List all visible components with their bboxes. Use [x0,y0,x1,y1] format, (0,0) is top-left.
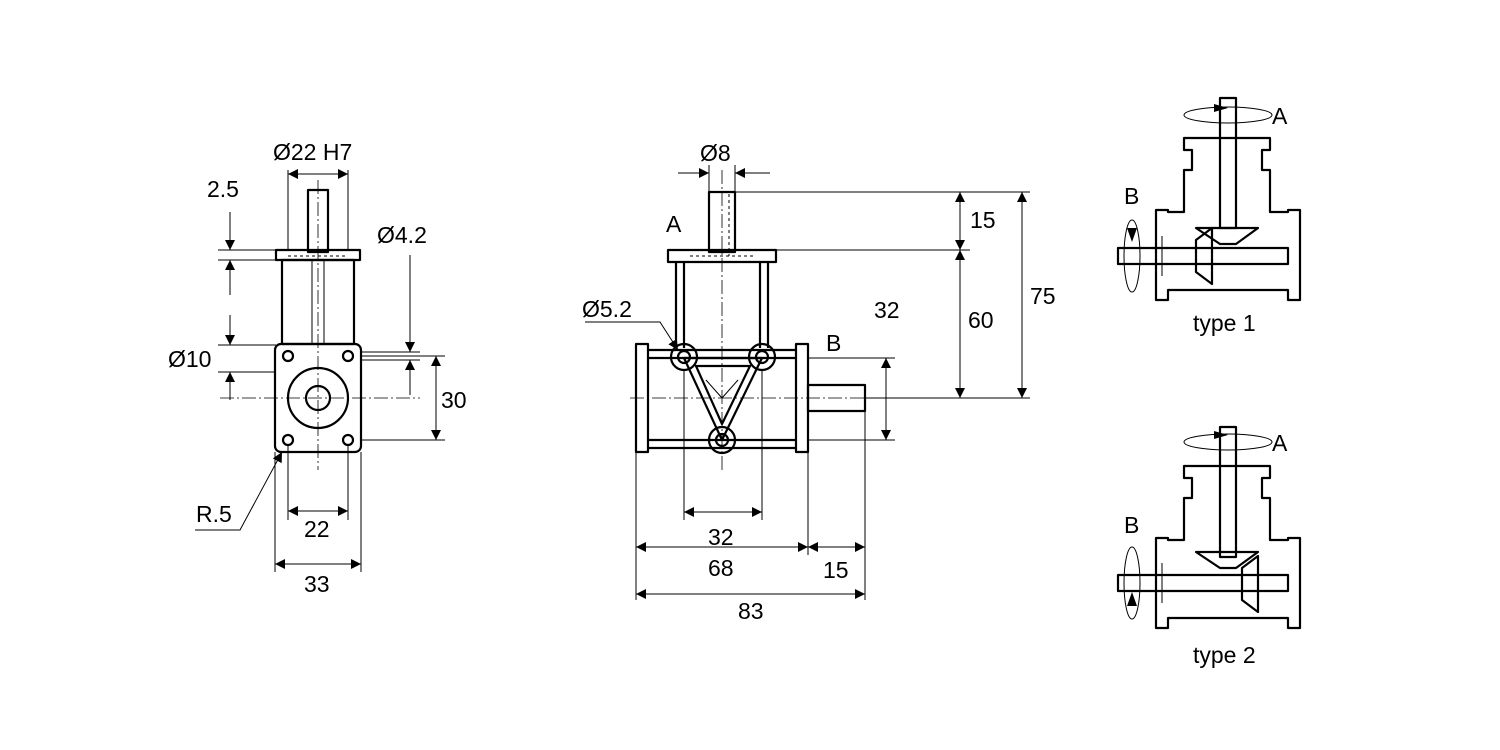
body-width-label: 68 [708,555,734,581]
type-1-shaft-b-label: B [1124,183,1139,209]
mount-hole-diameter-label: Ø4.2 [377,222,427,248]
hole-spacing-label: 32 [708,524,734,550]
type-1-label: type 1 [1193,310,1256,336]
shaft-a-label: A [666,211,682,237]
type-2-label: type 2 [1193,642,1256,668]
overall-width-label: 33 [304,571,330,597]
front-view: Ø8 A B Ø5.2 15 60 75 32 32 [582,140,1056,624]
shaft-a-diameter-label: Ø8 [700,140,731,166]
type-2-shaft-b-label: B [1124,512,1139,538]
type-2-schematic: A B type 2 [1116,425,1302,668]
type-2-shaft-a-label: A [1272,430,1288,456]
vertical-hole-spacing-label: 30 [441,387,467,413]
shaft-b-length-label: 15 [823,557,849,583]
horizontal-hole-spacing-label: 22 [304,516,330,542]
shaft-b-offset-label: 32 [874,297,900,323]
flange-thickness-label: 2.5 [207,176,239,202]
total-width-label: 83 [738,598,764,624]
shaft-diameter-label: Ø10 [168,346,211,372]
type-1-shaft-a-label: A [1272,103,1288,129]
shaft-b-label: B [826,330,841,356]
type-1-schematic: A B type 1 [1116,96,1302,336]
body-height-label: 60 [968,307,994,333]
side-view: Ø22 H7 2.5 Ø4.2 Ø10 30 R.5 22 [168,139,467,597]
total-height-label: 75 [1030,283,1056,309]
bore-diameter-label: Ø22 H7 [273,139,352,165]
shaft-a-length-label: 15 [970,207,996,233]
mount-hole-diameter-label-front: Ø5.2 [582,296,632,322]
corner-radius-label: R.5 [196,501,232,527]
